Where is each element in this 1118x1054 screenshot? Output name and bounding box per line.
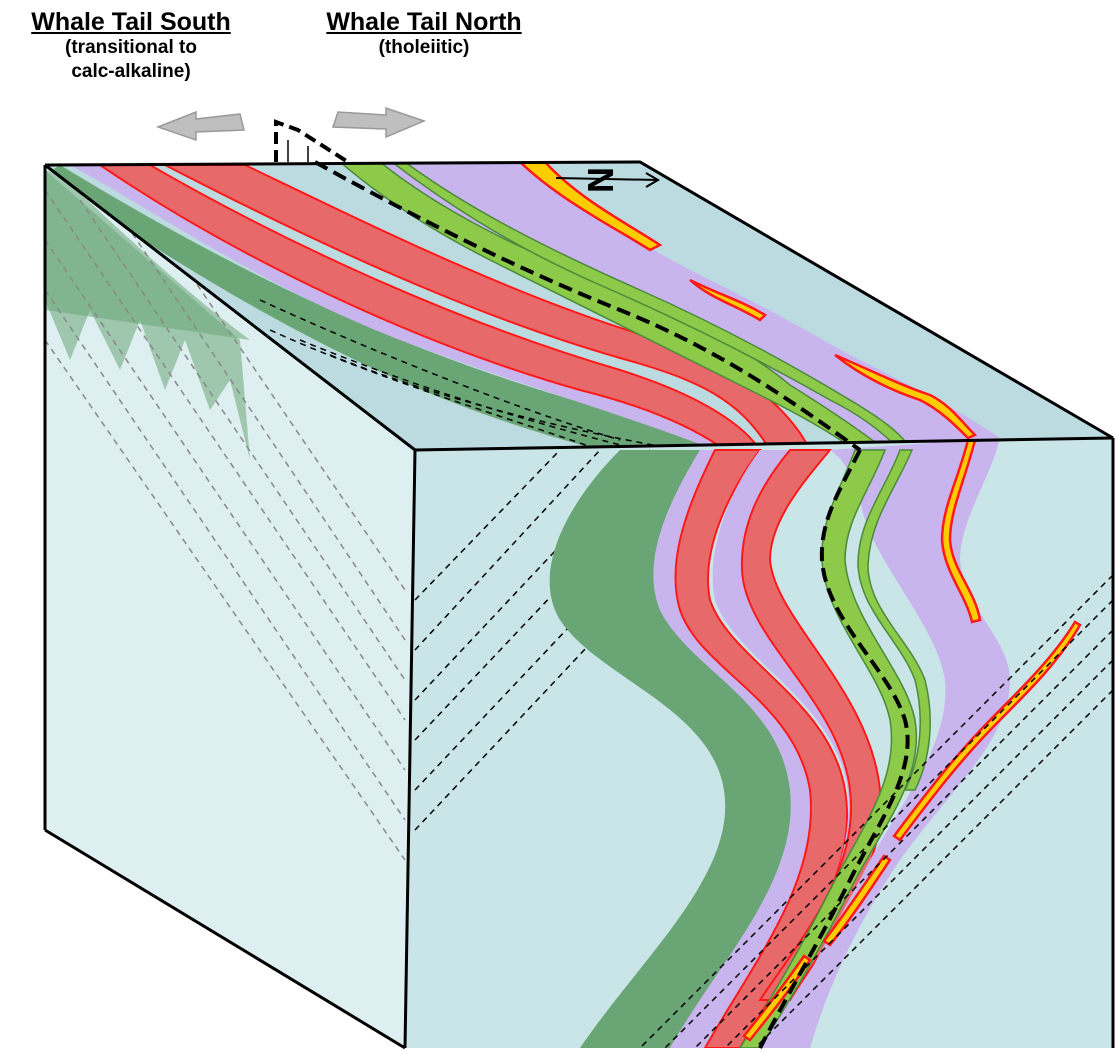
front-vein-east-1 xyxy=(940,438,982,624)
whale-tail-south-subtitle-line2: calc-alkaline) xyxy=(71,61,191,82)
whale-tail-north-subtitle: (tholeiitic) xyxy=(378,37,470,58)
whale-tail-south-title: Whale Tail South xyxy=(31,8,231,36)
top-vein-mid xyxy=(689,278,768,322)
block-edges xyxy=(43,160,1115,1050)
front-lavender-west xyxy=(653,450,824,1048)
top-red-band-2 xyxy=(164,164,812,450)
left-dashed-traces xyxy=(45,189,406,861)
left-face-units xyxy=(45,170,406,861)
arrow-right-icon xyxy=(331,106,427,139)
fault-trace-top xyxy=(314,160,862,452)
top-vein-north xyxy=(516,162,663,252)
left-green-teeth xyxy=(45,170,250,460)
front-lavender-east xyxy=(780,438,1010,1048)
arrow-left-icon xyxy=(155,110,245,142)
whale-tail-north-label: Whale Tail North (tholeiitic) xyxy=(296,8,552,60)
north-arrow-icon: N xyxy=(555,167,660,193)
whale-tail-north-title: Whale Tail North xyxy=(326,8,522,36)
front-vein-east-2 xyxy=(892,620,1082,842)
fault-symbol xyxy=(274,119,350,164)
whale-tail-south-subtitle-line1: (transitional to xyxy=(65,37,197,58)
whale-tail-south-label: Whale Tail South (transitional to calc-a… xyxy=(0,8,262,84)
front-dark-green-unit xyxy=(549,450,791,1048)
top-dashed-traces xyxy=(259,299,681,450)
front-dashed-east xyxy=(639,574,1113,1048)
north-arrow-letter: N xyxy=(580,167,621,193)
fault-trace-front xyxy=(758,449,910,1049)
front-red-band-1 xyxy=(674,449,848,1048)
front-light-green-thin xyxy=(857,449,931,791)
top-vein-east xyxy=(834,353,978,440)
front-vein-east-3 xyxy=(822,854,892,947)
top-red-band-1 xyxy=(96,164,762,450)
top-face-units xyxy=(45,162,1000,450)
top-light-green-thin xyxy=(389,162,914,450)
